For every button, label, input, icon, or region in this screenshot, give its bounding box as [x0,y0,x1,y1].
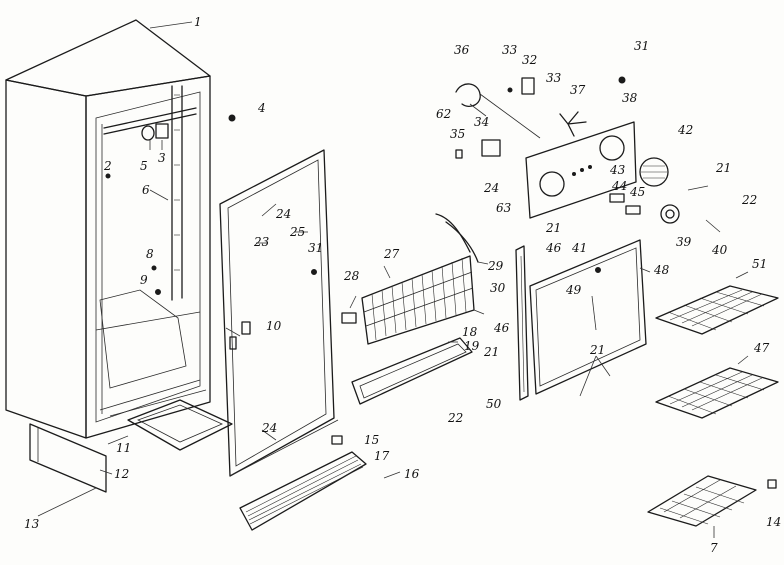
callout-17: 17 [374,449,390,463]
callout-6: 6 [142,183,150,197]
callout-21-a: 21 [483,345,499,359]
callout-21-d: 21 [715,161,731,175]
callout-4: 4 [257,101,266,115]
callout-37: 37 [570,83,586,97]
callout-40: 40 [711,243,728,257]
callout-38: 38 [622,91,638,105]
base-pan [127,399,233,451]
callout-24-a: 24 [275,207,291,221]
callout-31-b: 31 [634,39,649,53]
callout-12: 12 [114,467,129,481]
callout-49: 49 [565,283,582,297]
callout-36: 36 [454,43,470,57]
callout-14: 14 [766,515,781,529]
front-grille [239,451,401,531]
callout-9: 9 [140,273,148,287]
callout-39: 39 [676,235,692,249]
leader-lines [99,21,749,475]
callout-44: 44 [611,179,627,193]
callout-8: 8 [146,247,154,261]
callout-7: 7 [710,541,718,555]
fan-panel [525,121,641,219]
callout-19: 19 [464,339,480,353]
cabinet-body [5,19,211,439]
callout-11: 11 [116,441,131,455]
side-rail [515,245,529,401]
callout-24-b: 24 [261,421,277,435]
callout-62: 62 [436,107,451,121]
kick-plate [29,423,107,493]
callout-35: 35 [450,127,465,141]
door-hinge-parts [311,269,343,445]
callout-28: 28 [343,269,360,283]
callout-13: 13 [24,517,40,531]
shelf-47 [655,367,779,419]
callout-21-c: 21 [589,343,605,357]
evaporator-tube [171,85,183,301]
callout-3: 3 [158,151,166,165]
fan-motor-parts [455,76,626,159]
callout-16: 16 [404,467,420,481]
callout-33-a: 33 [502,43,518,57]
callout-2: 2 [103,159,112,173]
drain-trough [351,337,473,405]
callout-50: 50 [486,397,502,411]
screw-13-line [37,487,97,517]
fan-grille [639,157,669,187]
callout-34: 34 [474,115,489,129]
callout-48: 48 [653,263,670,277]
callout-45: 45 [629,185,645,199]
callout-labels: 1 2 3 4 5 6 7 8 9 10 11 12 13 14 15 16 1… [24,15,781,555]
shelf-7 [647,475,777,538]
callout-41: 41 [571,241,587,255]
small-screws [105,114,236,295]
callout-22-b: 22 [741,193,757,207]
control-knob [660,204,680,224]
callout-1: 1 [194,15,202,29]
callout-42: 42 [677,123,693,137]
callout-18: 18 [462,325,478,339]
callout-15: 15 [364,433,379,447]
callout-63: 63 [496,201,512,215]
evaporator-coil [341,213,479,345]
callout-32: 32 [522,53,537,67]
callout-47: 47 [753,341,770,355]
callout-5: 5 [140,159,148,173]
shelf-51 [655,285,779,335]
callout-21-b: 21 [545,221,561,235]
callout-51: 51 [752,257,767,271]
callout-22-a: 22 [447,411,463,425]
top-tube [103,107,197,135]
callout-27: 27 [383,247,400,261]
callout-25: 25 [289,225,305,239]
callout-31-a: 31 [308,241,323,255]
callout-24-c: 24 [483,181,499,195]
callout-29: 29 [487,259,504,273]
callout-10: 10 [266,319,282,333]
callout-30: 30 [490,281,506,295]
callout-23: 23 [253,235,270,249]
callout-46-b: 46 [545,241,562,255]
thermostat-bracket [141,123,169,141]
callout-43: 43 [609,163,626,177]
evaporator-cover [529,239,647,395]
door-panel [219,149,339,477]
callout-33-b: 33 [546,71,562,85]
callout-46-a: 46 [493,321,510,335]
